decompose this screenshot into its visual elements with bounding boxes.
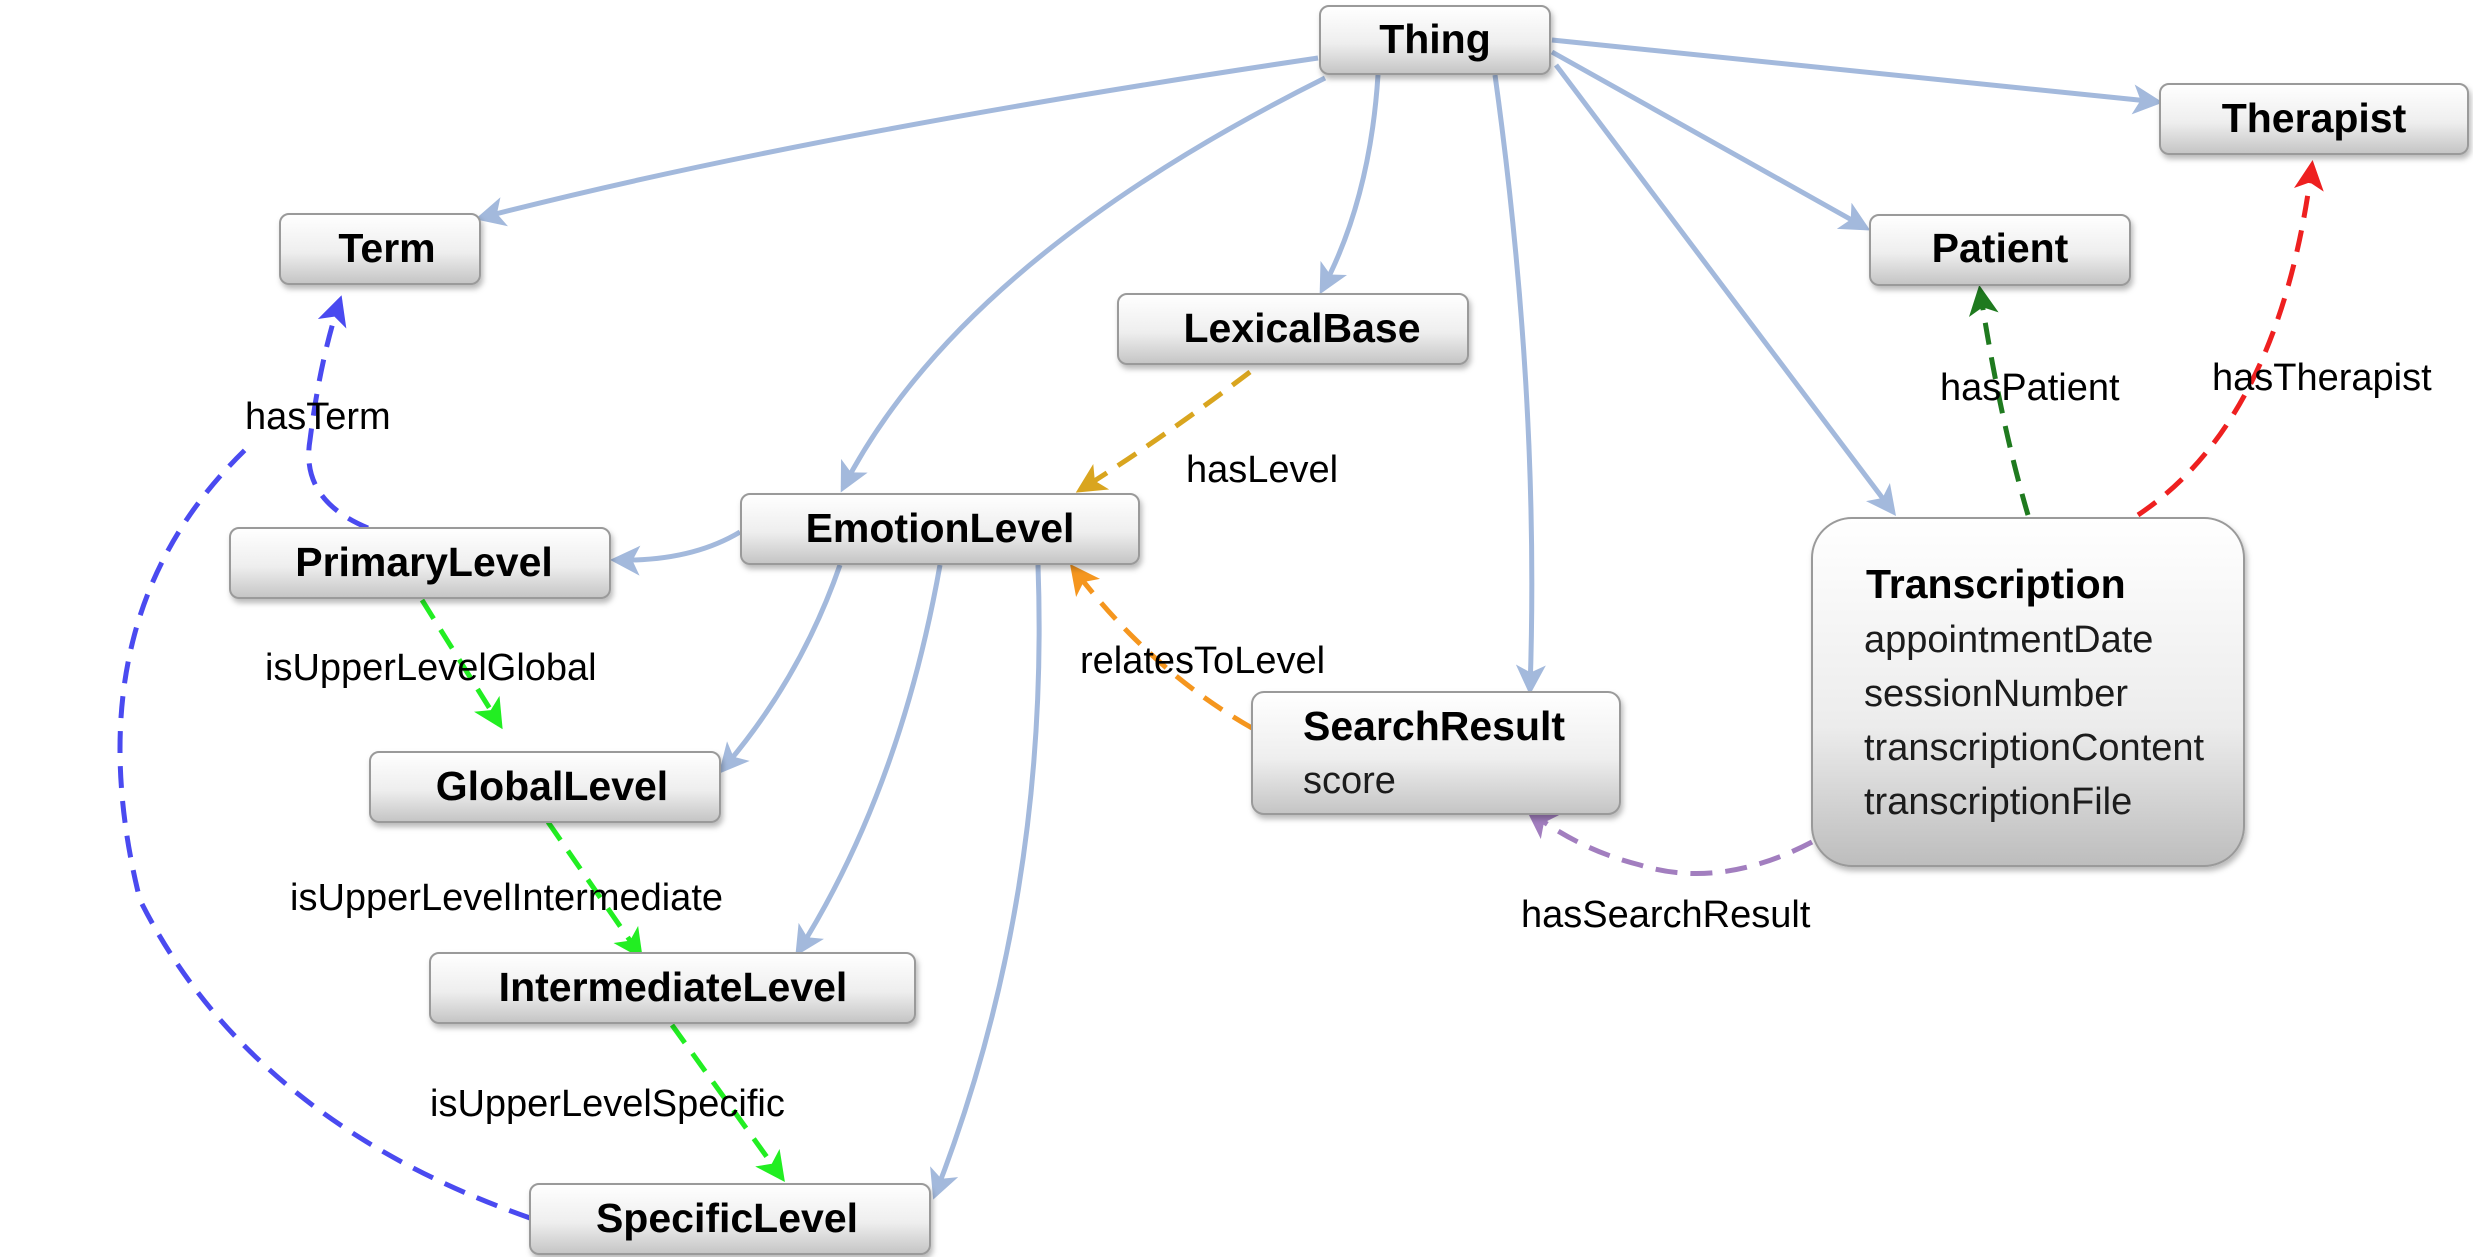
edge-thing-transcription — [1554, 63, 1897, 516]
node-globallevel[interactable]: GlobalLevel — [369, 751, 721, 823]
node-globallevel-title: GlobalLevel — [436, 763, 668, 809]
node-emotionlevel[interactable]: EmotionLevel — [740, 493, 1140, 565]
label-isupperlevelglobal: isUpperLevelGlobal — [265, 647, 597, 689]
node-transcription-attr-transcriptioncontent: transcriptionContent — [1864, 727, 2205, 769]
edge-thing-therapist — [1551, 37, 2163, 115]
label-hasterm: hasTerm — [245, 396, 391, 438]
node-term-title: Term — [338, 225, 435, 271]
label-haslevel: hasLevel — [1186, 449, 1338, 491]
edge-hastherapist — [2136, 160, 2324, 518]
edge-relatestolevel — [1069, 564, 1254, 731]
node-transcription-attr-appointmentdate: appointmentDate — [1864, 619, 2153, 661]
label-isupperlevelintermediate: isUpperLevelIntermediate — [290, 877, 723, 919]
edge-labels: hasTerm hasLevel relatesToLevel isUpperL… — [245, 357, 2432, 1125]
label-isupperlevelspecific: isUpperLevelSpecific — [430, 1083, 785, 1125]
node-thing[interactable]: Thing — [1319, 5, 1551, 75]
edge-upperglobal — [419, 598, 503, 730]
node-transcription-title: Transcription — [1866, 561, 2126, 607]
node-searchresult-attr-score: score — [1303, 760, 1396, 802]
label-hastherapist: hasTherapist — [2212, 357, 2432, 399]
node-transcription-attr-transcriptionfile: transcriptionFile — [1864, 781, 2132, 823]
edge-emotion-intermediate — [795, 564, 943, 957]
edge-thing-patient — [1550, 49, 1871, 231]
edge-thing-term — [475, 55, 1319, 227]
edge-hasterm-primary — [306, 295, 369, 531]
node-thing-title: Thing — [1379, 16, 1491, 62]
node-searchresult[interactable]: SearchResult score — [1251, 691, 1621, 815]
edge-emotion-global — [718, 564, 843, 774]
node-term[interactable]: Term — [279, 213, 481, 285]
node-specificlevel-title: SpecificLevel — [596, 1195, 858, 1241]
edge-emotion-primary — [610, 529, 742, 576]
edge-thing-emotionlevel — [840, 75, 1327, 493]
label-hassearchresult: hasSearchResult — [1521, 894, 1811, 936]
edge-upperintermediate — [545, 820, 643, 960]
edge-emotion-specific — [930, 564, 1042, 1200]
node-specificlevel[interactable]: SpecificLevel — [529, 1183, 931, 1255]
edge-thing-searchresult — [1492, 74, 1546, 695]
node-emotionlevel-title: EmotionLevel — [806, 505, 1075, 551]
node-transcription-attr-sessionnumber: sessionNumber — [1864, 673, 2128, 715]
node-lexicalbase[interactable]: LexicalBase — [1117, 293, 1469, 365]
relation-edges — [117, 160, 2324, 1221]
node-intermediatelevel[interactable]: IntermediateLevel — [429, 952, 916, 1024]
edge-hassearchresult — [1526, 808, 1814, 877]
node-primarylevel[interactable]: PrimaryLevel — [229, 527, 611, 599]
subclass-edges — [475, 37, 2163, 1200]
edge-haspatient — [1968, 285, 2031, 516]
node-intermediatelevel-title: IntermediateLevel — [499, 964, 848, 1010]
node-patient[interactable]: Patient — [1869, 214, 2131, 286]
label-relatestolevel: relatesToLevel — [1080, 640, 1325, 682]
node-therapist[interactable]: Therapist — [2159, 83, 2469, 155]
edge-upperspecific — [669, 1023, 785, 1183]
edge-thing-lexicalbase — [1319, 74, 1381, 295]
node-searchresult-title: SearchResult — [1303, 703, 1565, 749]
edge-hasterm-specific — [117, 448, 531, 1221]
node-therapist-title: Therapist — [2222, 95, 2407, 141]
label-haspatient: hasPatient — [1940, 367, 2120, 409]
edge-haslevel — [1075, 370, 1252, 493]
node-transcription[interactable]: Transcription appointmentDate sessionNum… — [1811, 517, 2245, 867]
node-patient-title: Patient — [1932, 225, 2069, 271]
node-primarylevel-title: PrimaryLevel — [295, 539, 553, 585]
node-lexicalbase-title: LexicalBase — [1183, 305, 1420, 351]
